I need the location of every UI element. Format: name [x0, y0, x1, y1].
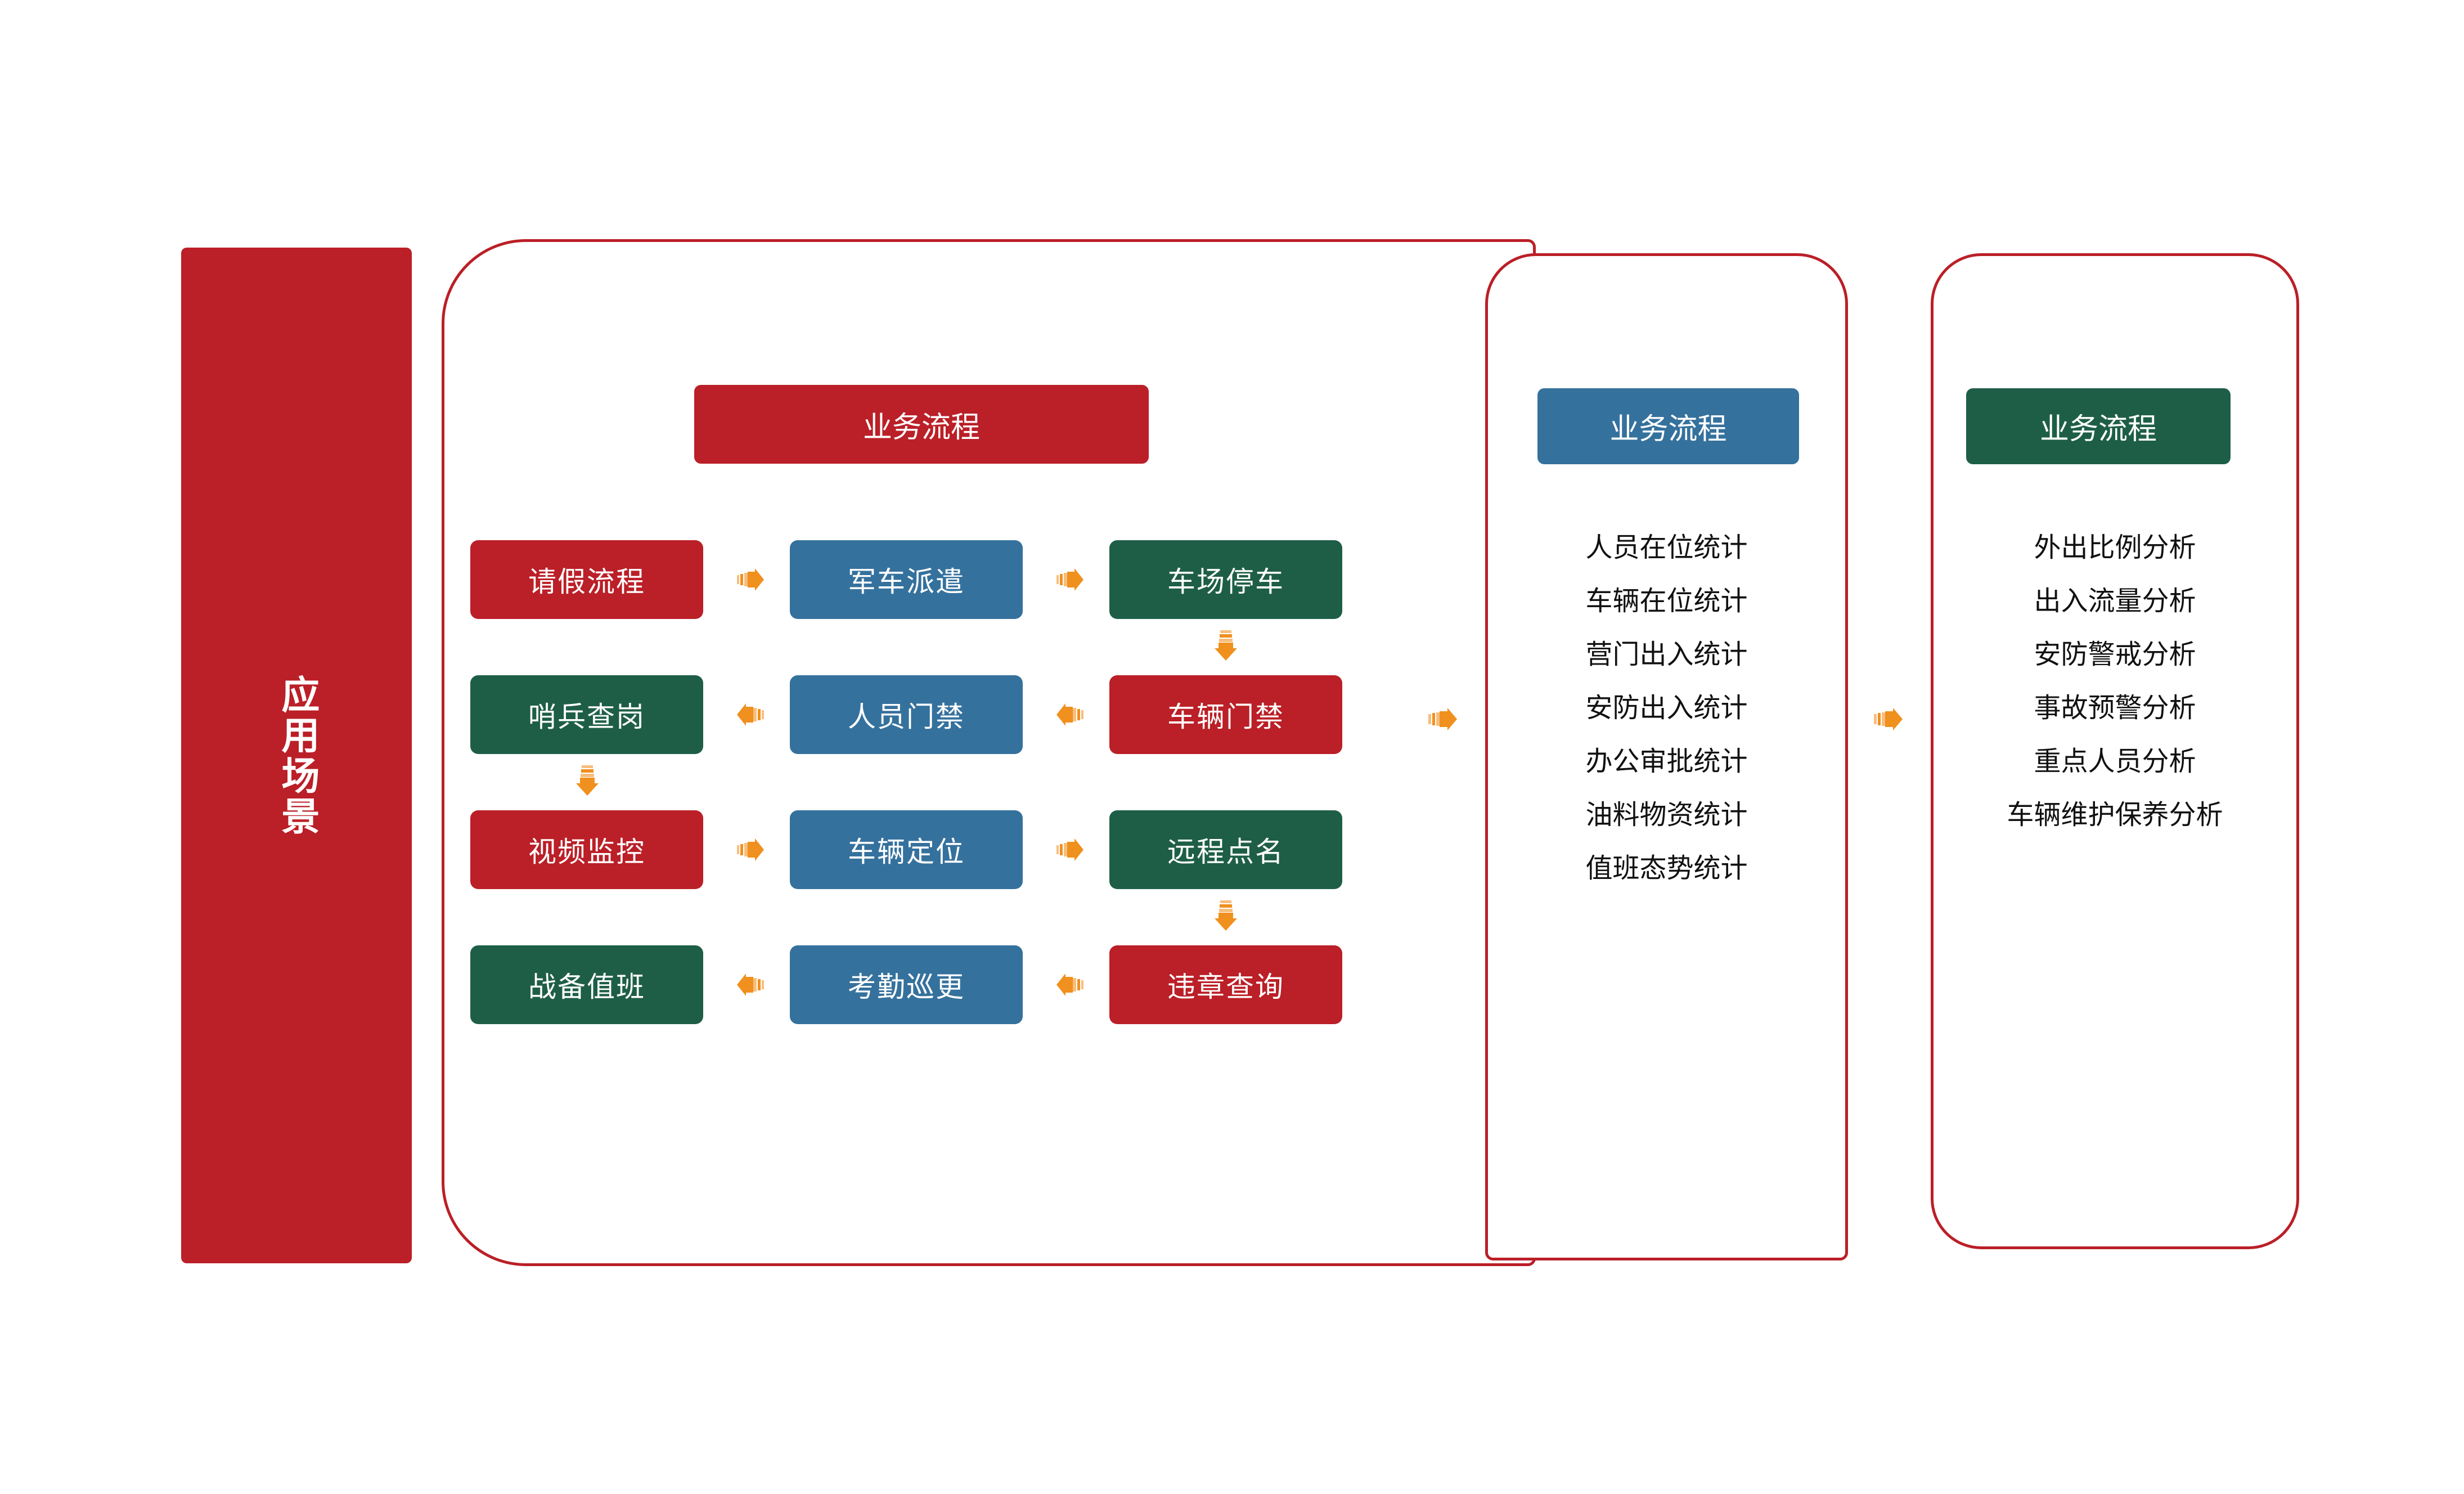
application-scenario-banner: 应用场景: [181, 248, 412, 1263]
application-scenario-label: 应用场景: [275, 674, 318, 837]
flow-row: 哨兵查岗 人员门禁 车辆门禁: [470, 675, 1460, 796]
arrow-right-icon: [1428, 705, 1458, 733]
list-item: 车辆在位统计: [1585, 586, 1748, 616]
list-item: 外出比例分析: [2034, 533, 2196, 563]
list-item: 人员在位统计: [1585, 533, 1748, 563]
statistics-title-chip: 业务流程: [1537, 388, 1799, 464]
flow-row: 请假流程 军车派遣 车场停车: [470, 540, 1460, 661]
flow-box[interactable]: 远程点名: [1109, 810, 1342, 889]
list-item: 油料物资统计: [1585, 800, 1748, 830]
flow-box[interactable]: 人员门禁: [790, 675, 1023, 754]
flow-box[interactable]: 车辆定位: [790, 810, 1023, 889]
statistics-list: 人员在位统计 车辆在位统计 营门出入统计 安防出入统计 办公审批统计 油料物资统…: [1485, 535, 1848, 909]
business-flow-grid: 请假流程 军车派遣 车场停车: [470, 540, 1460, 1024]
list-item: 重点人员分析: [2034, 747, 2196, 777]
arrow-down-icon: [1213, 899, 1239, 932]
flow-row: 视频监控 车辆定位 远程点名: [470, 810, 1460, 931]
flow-box[interactable]: 车辆门禁: [1109, 675, 1342, 754]
analysis-title-chip: 业务流程: [1966, 388, 2231, 464]
arrow-right-icon: [1055, 835, 1085, 864]
arrow-left-icon: [736, 970, 765, 999]
arrow-down-icon: [574, 764, 600, 797]
arrow-right-icon: [736, 835, 765, 864]
business-flow-title-chip: 业务流程: [694, 385, 1149, 464]
list-item: 值班态势统计: [1585, 854, 1748, 883]
analysis-list: 外出比例分析 出入流量分析 安防警戒分析 事故预警分析 重点人员分析 车辆维护保…: [1931, 535, 2299, 855]
flow-box[interactable]: 请假流程: [470, 540, 703, 619]
arrow-left-icon: [1055, 700, 1085, 729]
flow-box[interactable]: 视频监控: [470, 810, 703, 889]
list-item: 车辆维护保养分析: [2007, 800, 2223, 830]
list-item: 办公审批统计: [1585, 747, 1748, 777]
arrow-right-icon: [1873, 705, 1904, 733]
list-item: 事故预警分析: [2034, 693, 2196, 723]
list-item: 安防警戒分析: [2034, 640, 2196, 670]
flow-box[interactable]: 哨兵查岗: [470, 675, 703, 754]
flow-row: 战备值班 考勤巡更 违章查询: [470, 945, 1460, 1024]
arrow-left-icon: [1055, 970, 1085, 999]
arrow-right-icon: [736, 565, 765, 594]
arrow-left-icon: [736, 700, 765, 729]
flow-box[interactable]: 军车派遣: [790, 540, 1023, 619]
flow-box[interactable]: 车场停车: [1109, 540, 1342, 619]
list-item: 出入流量分析: [2034, 586, 2196, 616]
arrow-down-icon: [1213, 629, 1239, 662]
flow-box[interactable]: 考勤巡更: [790, 945, 1023, 1024]
flow-box[interactable]: 违章查询: [1109, 945, 1342, 1024]
flow-box[interactable]: 战备值班: [470, 945, 703, 1024]
list-item: 安防出入统计: [1585, 693, 1748, 723]
list-item: 营门出入统计: [1585, 640, 1748, 670]
arrow-right-icon: [1055, 565, 1085, 594]
